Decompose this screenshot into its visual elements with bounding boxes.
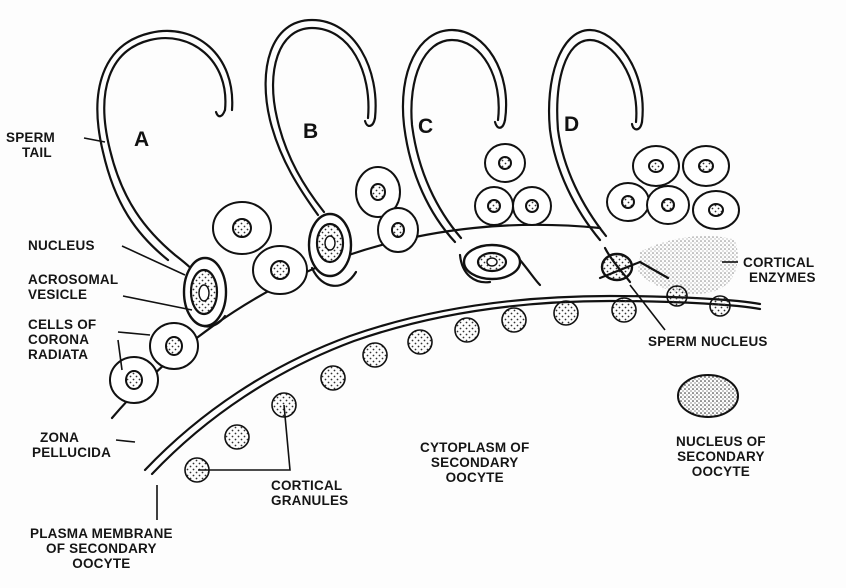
label-cortical-granules: CORTICAL GRANULES — [271, 478, 348, 508]
label-cytoplasm: CYTOPLASM OF SECONDARY OOCYTE — [420, 440, 529, 485]
cortical-granule — [225, 425, 249, 449]
cortical-granule — [408, 330, 432, 354]
stage-label-b: B — [303, 120, 318, 144]
corona-cell — [213, 202, 271, 254]
corona-cell — [633, 146, 679, 186]
oocyte-nucleus — [678, 375, 738, 417]
label-plasma-membrane: PLASMA MEMBRANE OF SECONDARY OOCYTE — [30, 526, 173, 571]
corona-cell — [647, 186, 689, 224]
label-acrosomal-vesicle: ACROSOMAL VESICLE — [28, 272, 118, 302]
zona-pellucida-outer — [112, 225, 600, 418]
corona-cell — [150, 323, 198, 369]
stage-label-c: C — [418, 115, 433, 139]
cortical-granule — [554, 301, 578, 325]
cortical-granule — [612, 298, 636, 322]
cortical-granule — [455, 318, 479, 342]
corona-cell — [110, 357, 158, 403]
corona-cell — [607, 183, 649, 221]
label-sperm-nucleus: SPERM NUCLEUS — [648, 334, 768, 349]
cortical-granule — [502, 308, 526, 332]
stage-label-a: A — [134, 128, 149, 152]
label-cortical-enzymes: CORTICAL ENZYMES — [743, 255, 816, 285]
cortical-enzymes-cloud — [638, 236, 738, 294]
corona-cell — [378, 208, 418, 252]
cortical-granule — [710, 296, 730, 316]
corona-cell — [485, 144, 525, 182]
cortical-granule — [667, 286, 687, 306]
corona-cell — [683, 146, 729, 186]
label-nucleus: NUCLEUS — [28, 238, 95, 253]
label-zona-pellucida: ZONA PELLUCIDA — [32, 430, 111, 460]
cortical-granule — [321, 366, 345, 390]
corona-cell — [693, 191, 739, 229]
corona-cell — [513, 187, 551, 225]
corona-cell — [253, 246, 307, 294]
corona-cell — [475, 187, 513, 225]
stage-label-d: D — [564, 113, 579, 137]
label-nucleus-of-secondary-oocyte: NUCLEUS OF SECONDARY OOCYTE — [676, 434, 766, 479]
label-sperm-tail: SPERM TAIL — [6, 130, 55, 160]
label-cells-of-corona-radiata: CELLS OF CORONA RADIATA — [28, 317, 96, 362]
cortical-granule — [363, 343, 387, 367]
